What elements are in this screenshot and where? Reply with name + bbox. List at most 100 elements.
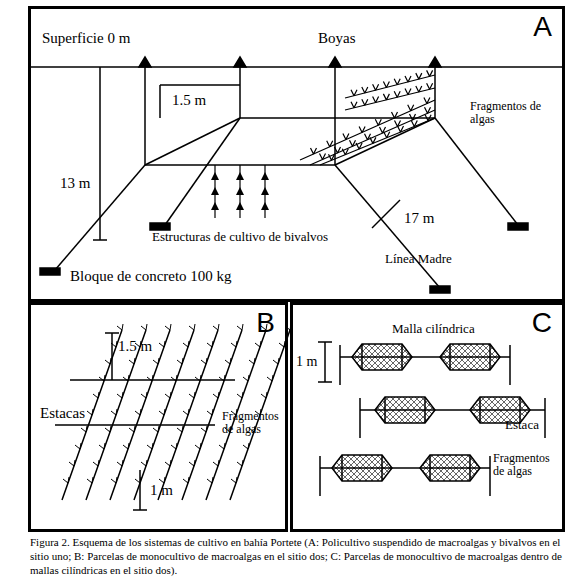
label: 1 m xyxy=(296,354,317,369)
algae-tuft xyxy=(383,81,389,87)
algae-tuft xyxy=(177,358,183,364)
algae-tuft xyxy=(69,460,75,466)
algae-tuft xyxy=(408,105,414,111)
label: 1.5 m xyxy=(118,338,152,355)
algae-tuft xyxy=(237,460,243,466)
algae-tuft xyxy=(129,426,135,432)
algae-tuft xyxy=(261,392,267,398)
label: Estacas xyxy=(40,405,85,422)
algae-tuft xyxy=(63,477,69,483)
algae-tuft xyxy=(117,460,123,466)
algae-tuft xyxy=(177,426,183,432)
algae-tuft xyxy=(183,477,189,483)
algae-tuft xyxy=(141,392,147,398)
cylindrical-mesh xyxy=(352,344,412,370)
algae-tuft xyxy=(343,134,349,140)
algae-tuft xyxy=(207,477,213,483)
label: Estructuras de cultivo de bivalvos xyxy=(152,230,328,244)
algae-tuft xyxy=(189,324,195,330)
mesh-ring xyxy=(469,455,471,481)
algae-tuft xyxy=(207,409,213,415)
mesh-ring xyxy=(381,455,383,481)
algae-tuft xyxy=(231,341,237,347)
label: Superficie 0 m xyxy=(42,30,130,47)
algae-tuft xyxy=(159,341,165,347)
algae-tuft xyxy=(392,112,398,118)
algae-tuft xyxy=(93,392,99,398)
algae-tuft xyxy=(81,426,87,432)
algae-tuft xyxy=(351,102,357,108)
algae-tuft xyxy=(427,83,433,89)
algae-tuft xyxy=(359,126,365,132)
algae-tuft xyxy=(189,460,195,466)
algae-tuft xyxy=(279,341,285,347)
panel-letter: A xyxy=(533,13,552,41)
algae-tuft xyxy=(395,121,401,127)
algae-tuft xyxy=(405,89,411,95)
algae-tuft xyxy=(165,460,171,466)
algae-tuft xyxy=(111,477,117,483)
cylindrical-mesh xyxy=(440,344,500,370)
algae-tuft xyxy=(219,443,225,449)
algae-tuft xyxy=(213,392,219,398)
algae-tuft xyxy=(394,79,400,85)
mesh-ring xyxy=(429,455,431,481)
algae-tuft xyxy=(424,98,430,104)
algae-tuft xyxy=(405,76,411,82)
panel: C xyxy=(290,302,565,532)
algae-tuft xyxy=(373,84,379,90)
algae-tuft xyxy=(327,141,333,147)
algae-tuft xyxy=(427,70,433,76)
algae-tuft xyxy=(425,115,431,121)
algae-tuft xyxy=(165,392,171,398)
stake xyxy=(86,330,146,500)
algae-tuft xyxy=(416,86,422,92)
algae-tuft xyxy=(135,409,141,415)
algae-tuft xyxy=(105,426,111,432)
label: 1 m xyxy=(150,482,173,499)
algae-tuft xyxy=(201,426,207,432)
algae-tuft xyxy=(207,341,213,347)
algae-tuft xyxy=(342,149,348,155)
algae-tuft xyxy=(147,443,153,449)
algae-tuft xyxy=(398,126,404,132)
mesh-ring xyxy=(479,397,481,423)
label: Malla cilíndrica xyxy=(392,322,475,336)
label: Estaca xyxy=(505,418,539,432)
algae-tuft xyxy=(183,409,189,415)
mesh-ring xyxy=(449,344,451,370)
algae-tuft xyxy=(165,324,171,330)
algae-tuft xyxy=(394,91,400,97)
algae-tuft xyxy=(189,392,195,398)
cylindrical-mesh xyxy=(332,455,392,481)
algae-tuft xyxy=(213,460,219,466)
panel: A xyxy=(28,6,565,302)
algae-tuft xyxy=(99,443,105,449)
panel-a-art xyxy=(30,57,563,293)
algae-tuft xyxy=(141,460,147,466)
algae-tuft xyxy=(129,358,135,364)
mesh-ring xyxy=(489,344,491,370)
cylindrical-mesh xyxy=(420,455,480,481)
cylindrical-mesh xyxy=(375,397,435,423)
figure-caption: Figura 2. Esquema de los sistemas de cul… xyxy=(30,536,565,577)
algae-tuft xyxy=(201,358,207,364)
algae-tuft xyxy=(383,94,389,100)
algae-tuft xyxy=(195,443,201,449)
algae-tuft xyxy=(159,409,165,415)
label: Bloque de concreto 100 kg xyxy=(70,268,232,285)
algae-tuft xyxy=(350,140,356,146)
mesh-ring xyxy=(424,397,426,423)
algae-tuft xyxy=(410,114,416,120)
algae-tuft xyxy=(117,392,123,398)
label: Fragmentos de algas xyxy=(470,100,550,126)
label: Fragmentos de algas xyxy=(493,452,563,478)
algae-tuft xyxy=(111,409,117,415)
mesh-ring xyxy=(341,455,343,481)
algae-tuft xyxy=(75,443,81,449)
algae-tuft xyxy=(411,120,417,126)
algae-tuft xyxy=(93,460,99,466)
algae-tuft xyxy=(153,426,159,432)
mesh-ring xyxy=(361,344,363,370)
algae-tuft xyxy=(362,87,368,93)
